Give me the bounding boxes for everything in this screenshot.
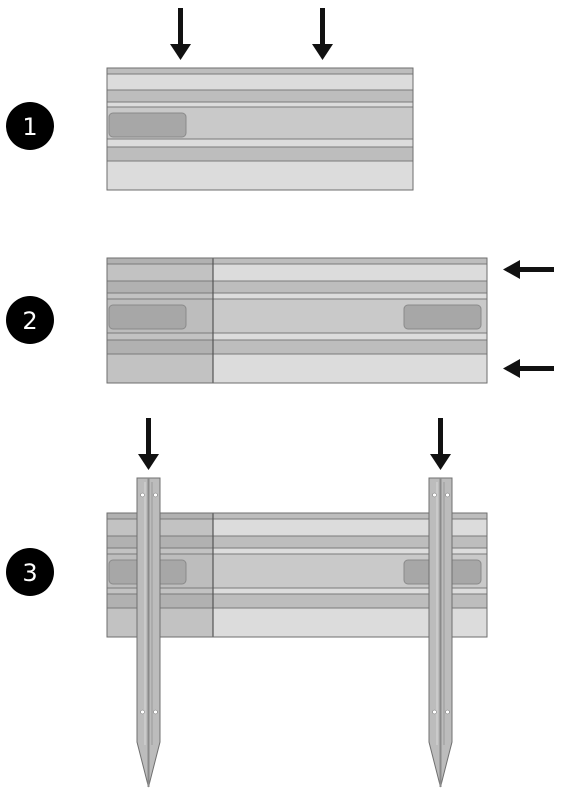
step-3-badge: 3 [6,548,54,596]
step-1: 1 [6,8,414,191]
step-3: 3 [6,418,488,788]
edging-panel-single [106,67,414,191]
step-1-badge: 1 [6,102,54,150]
down-arrow-icon [170,8,191,60]
step-2-number: 2 [22,307,37,335]
left-arrow-icon [503,359,554,378]
down-arrow-icon [138,418,159,470]
step-2: 2 [6,257,554,384]
left-arrow-icon [503,260,554,279]
step-1-number: 1 [22,113,37,141]
stake-right [428,477,453,788]
down-arrow-icon [430,418,451,470]
down-arrow-icon [312,8,333,60]
edging-panel-staked [106,512,488,638]
edging-panel-joined [106,257,488,384]
stake-left [136,477,161,788]
step-2-badge: 2 [6,296,54,344]
connector-clip-icon [108,112,187,138]
connector-clip-icon [403,304,482,330]
step-3-number: 3 [22,559,37,587]
connector-clip-icon [108,304,187,330]
